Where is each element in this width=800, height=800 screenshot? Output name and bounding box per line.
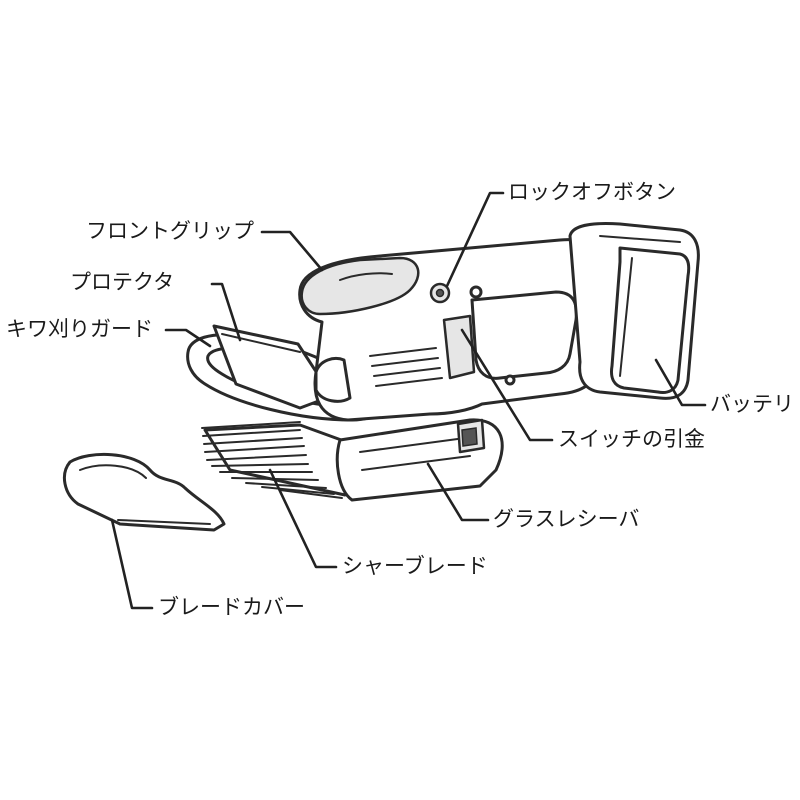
blade-cover-illustration <box>62 452 226 532</box>
leader-blade-cover <box>110 518 154 610</box>
grass-receiver-illustration <box>335 418 504 502</box>
leader-switch-trigger <box>460 328 554 442</box>
tool-body-illustration <box>298 238 611 422</box>
protector-illustration <box>212 324 334 410</box>
leader-edge-guard <box>164 328 212 348</box>
label-front-grip: フロントグリップ <box>86 219 254 243</box>
leader-battery <box>654 358 707 407</box>
leader-lock-off-button <box>445 191 505 288</box>
label-battery: バッテリ <box>710 392 794 416</box>
leader-protector <box>210 282 242 342</box>
shear-blade-illustration <box>201 421 357 499</box>
label-lock-off-button: ロックオフボタン <box>508 180 676 204</box>
leader-grass-receiver <box>426 462 490 522</box>
label-protector: プロテクタ <box>70 270 175 294</box>
label-blade-cover: ブレードカバー <box>158 595 305 619</box>
label-grass-receiver: グラスレシーバ <box>493 507 640 531</box>
leader-shear-blade <box>268 468 338 569</box>
label-switch-trigger: スイッチの引金 <box>558 427 705 451</box>
label-shear-blade: シャーブレード <box>342 554 488 578</box>
battery-illustration <box>568 222 700 400</box>
label-edge-guard: キワ刈りガード <box>6 317 153 341</box>
leader-front-grip <box>260 230 324 272</box>
